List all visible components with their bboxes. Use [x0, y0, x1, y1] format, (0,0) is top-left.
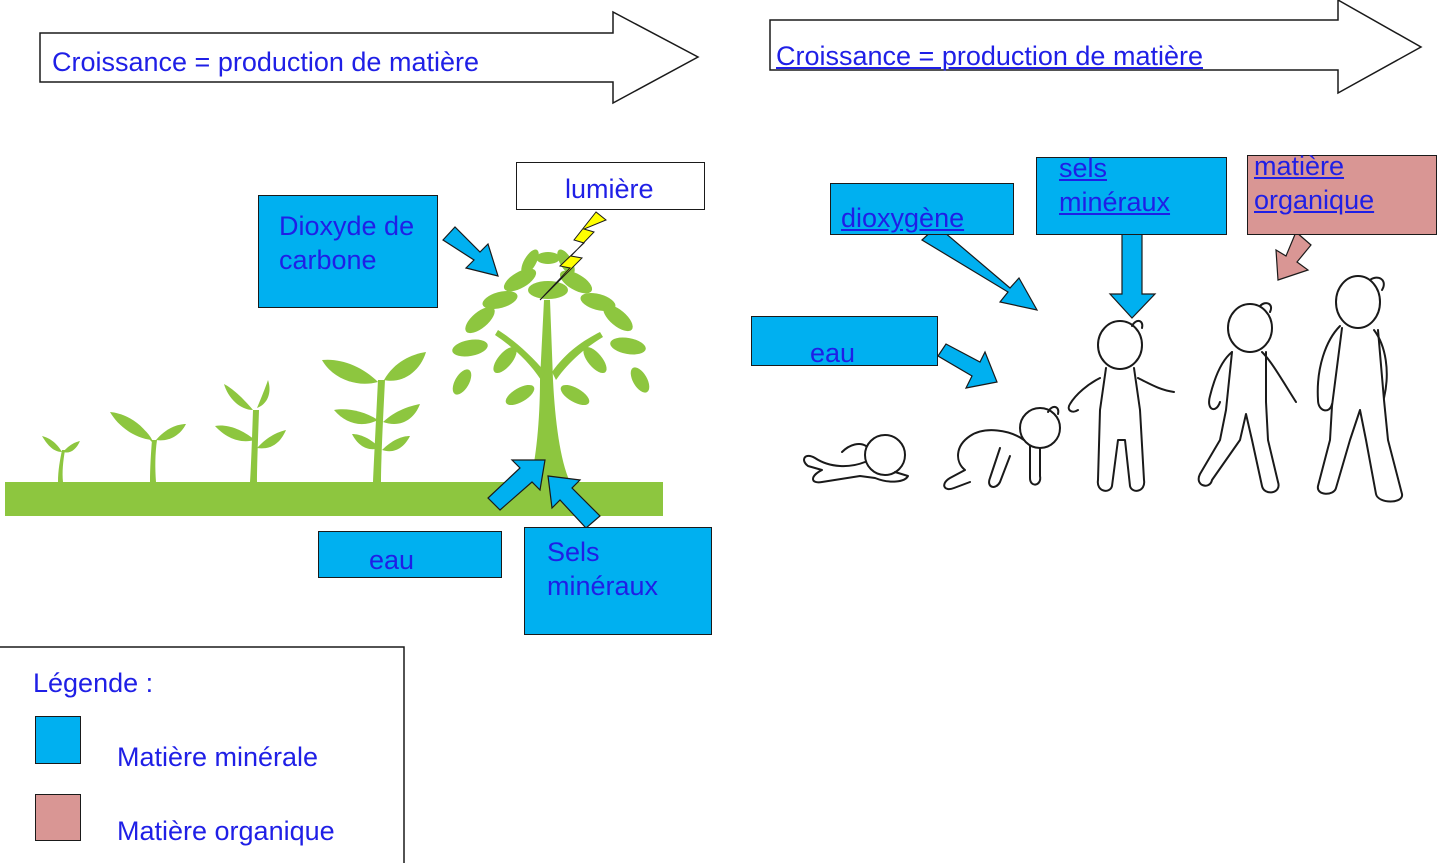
child-water-label: eau [810, 338, 856, 368]
organic-box: matière organique [1247, 151, 1437, 235]
plant-water-label: eau [369, 545, 415, 575]
child-salts-label: sels minéraux [1059, 153, 1171, 217]
baby-crawling-flat [803, 434, 909, 484]
plant-salts-label: Sels minéraux [547, 537, 659, 601]
legend-title: Légende : [33, 668, 154, 698]
co2-box: Dioxyde de carbone [258, 195, 438, 308]
seedling-stage-4 [322, 352, 426, 482]
light-label: lumière [565, 174, 654, 204]
oxygen-label: dioxygène [841, 203, 965, 233]
toddler-standing [1067, 320, 1175, 492]
light-box: lumière [516, 162, 705, 210]
lightning-bolt-icon [539, 211, 607, 301]
boy-walking [1316, 275, 1403, 503]
legend-swatch-mineral [35, 716, 81, 764]
growth-arrow-left-label: Croissance = production de matière [52, 47, 479, 77]
oxygen-box: dioxygène [830, 183, 1014, 235]
child-growth-stages [803, 275, 1403, 503]
growth-arrow-right-label: Croissance = production de matière [776, 41, 1203, 71]
arrow-salts-to-plant [547, 475, 601, 529]
legend: Légende : Matière minérale Matière organ… [0, 647, 404, 863]
child-water-box: eau [751, 316, 938, 368]
plant-salts-box: Sels minéraux [524, 527, 712, 635]
growth-arrow-left [39, 10, 700, 105]
arrow-water-to-plant [487, 459, 546, 511]
seedling-stage-3 [215, 380, 286, 482]
growth-arrow-right [769, 0, 1423, 95]
seedling-stage-2 [110, 412, 186, 482]
child-salts-box: sels minéraux [1036, 153, 1227, 235]
legend-swatch-organic [35, 794, 81, 841]
arrow-salts-to-child [1108, 231, 1157, 319]
plant-water-box: eau [318, 531, 502, 578]
arrow-co2-to-plant [442, 226, 499, 277]
legend-label-organic: Matière organique [117, 816, 335, 846]
arrow-oxygen-to-child [921, 225, 1039, 311]
legend-frame [0, 646, 405, 863]
organic-label: matière organique [1254, 151, 1375, 215]
legend-label-mineral: Matière minérale [117, 742, 319, 772]
co2-label: Dioxyde de carbone [279, 211, 415, 275]
baby-crawling [943, 406, 1061, 490]
mature-plant [452, 249, 650, 482]
arrow-organic-to-child [1275, 231, 1312, 281]
seedling-stage-1 [42, 436, 80, 482]
child-walking [1197, 302, 1297, 494]
arrow-water-to-child [937, 343, 998, 389]
